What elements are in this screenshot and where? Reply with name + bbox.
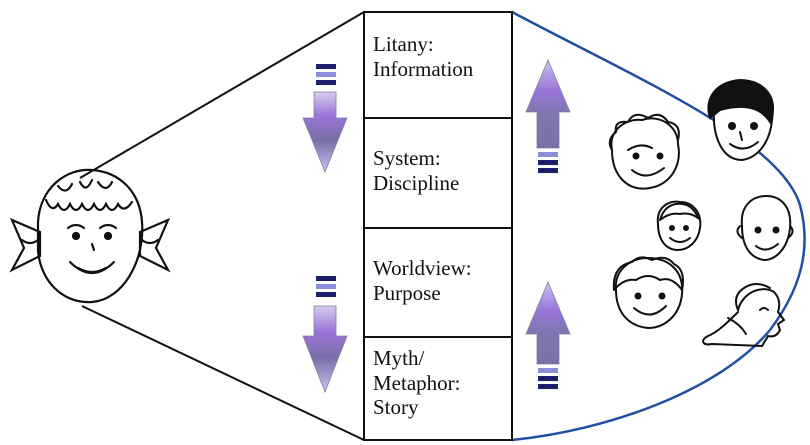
layer-system-line-1: System:: [373, 146, 441, 170]
boy-face-icon: [612, 256, 684, 330]
dark-hair-man-face-icon: [707, 78, 775, 162]
layer-myth-line-1: Myth/: [373, 346, 425, 370]
layers-box: [363, 11, 513, 441]
audience-curve: [511, 10, 806, 442]
layer-myth-line-2: Metaphor:: [373, 370, 461, 395]
layer-litany-line-1: Litany:: [373, 32, 434, 56]
bald-man-face-icon: [736, 194, 794, 262]
child-face-icon: [656, 200, 702, 252]
layer-label-system: System: Discipline: [373, 146, 459, 195]
curly-hair-person-face-icon: [608, 113, 680, 190]
arrow-down-upper: [302, 64, 348, 174]
arrow-up-upper: [525, 58, 571, 173]
layer-litany-line-2: Information: [373, 56, 474, 81]
layer-label-worldview: Worldview: Purpose: [373, 256, 472, 305]
side-profile-person-icon: [702, 283, 786, 347]
layer-label-myth: Myth/ Metaphor: Story: [373, 346, 460, 420]
arrow-down-lower: [302, 276, 348, 394]
layer-label-litany: Litany: Information: [373, 32, 473, 81]
funnel-bottom-line: [81, 305, 365, 441]
layer-worldview-line-1: Worldview:: [373, 256, 472, 280]
funnel-top-line: [79, 11, 365, 179]
layer-worldview-line-2: Purpose: [373, 280, 441, 305]
girl-with-pigtails-face-icon: [9, 168, 171, 304]
arrow-up-lower: [525, 280, 571, 389]
layer-myth-line-3: Story: [373, 395, 419, 419]
layer-system-line-2: Discipline: [373, 170, 460, 195]
